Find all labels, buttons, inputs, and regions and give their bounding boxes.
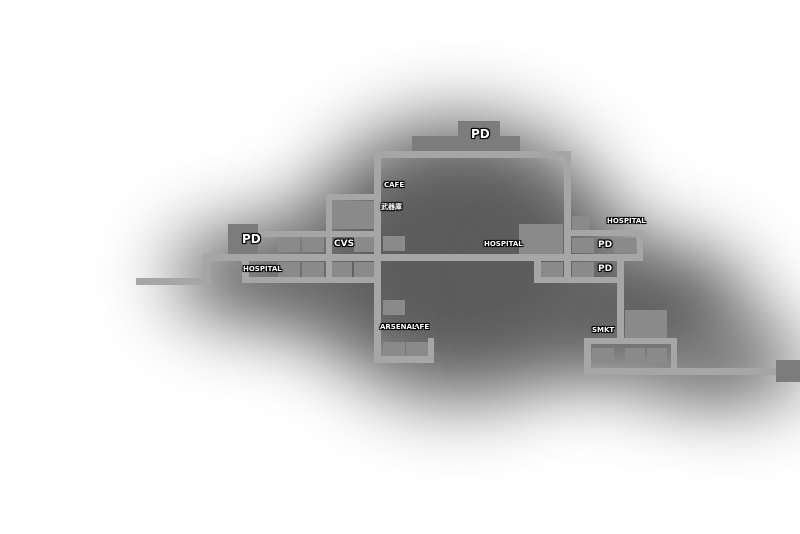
road <box>242 231 249 281</box>
building-block <box>519 224 563 254</box>
road <box>326 194 332 282</box>
building-block <box>332 201 374 229</box>
building-block <box>406 342 428 356</box>
map-label-smkt: SMKT <box>592 326 615 334</box>
road <box>564 230 643 236</box>
road <box>534 277 624 283</box>
building-block <box>625 348 645 363</box>
map-label-arsenal: ARSENAL <box>380 323 417 331</box>
road <box>637 230 643 261</box>
road <box>203 254 210 285</box>
building-block <box>412 136 458 151</box>
road <box>136 278 206 285</box>
road <box>584 368 780 375</box>
building-block <box>500 136 520 151</box>
road <box>374 151 570 158</box>
building-block <box>625 310 667 338</box>
building-block <box>383 300 405 315</box>
road <box>242 277 377 283</box>
building-block <box>572 238 594 253</box>
building-block <box>776 360 800 382</box>
road <box>242 231 377 237</box>
building-block <box>572 262 594 277</box>
map-label-armory: 武器庫 <box>381 203 402 211</box>
map-label-pd: PD <box>471 127 490 141</box>
road <box>326 194 378 200</box>
building-block <box>354 237 374 252</box>
road <box>203 254 643 261</box>
building-block <box>541 262 563 277</box>
building-block <box>614 238 636 253</box>
building-block <box>278 262 300 277</box>
building-block <box>354 262 374 277</box>
road <box>428 338 434 363</box>
road <box>564 151 571 283</box>
map-label-hospital: HOSPITAL <box>607 217 646 225</box>
road <box>584 338 677 344</box>
map-label-hospital: HOSPITAL <box>243 265 282 273</box>
building-block <box>647 348 667 363</box>
building-block <box>592 348 614 363</box>
map-label-pd: PD <box>598 264 613 274</box>
map-label-pd: PD <box>598 240 613 250</box>
map-label-cafe: CAFE <box>384 181 405 189</box>
building-block <box>228 224 258 254</box>
road <box>374 356 434 363</box>
building-block <box>302 237 324 252</box>
map-label-cvs: CVS <box>334 239 355 249</box>
building-block <box>572 216 590 230</box>
building-block <box>383 236 405 251</box>
building-block <box>332 262 352 277</box>
map-label-pd: PD <box>242 232 261 246</box>
road <box>617 255 624 343</box>
building-block <box>383 342 405 356</box>
building-block <box>458 121 500 151</box>
road <box>584 338 591 375</box>
building-block <box>278 237 300 252</box>
road <box>671 338 677 375</box>
map-label-cafe: CAFE <box>409 323 430 331</box>
map-label-hospital: HOSPITAL <box>484 240 523 248</box>
road <box>534 255 541 282</box>
road <box>374 151 381 363</box>
building-block <box>302 262 324 277</box>
